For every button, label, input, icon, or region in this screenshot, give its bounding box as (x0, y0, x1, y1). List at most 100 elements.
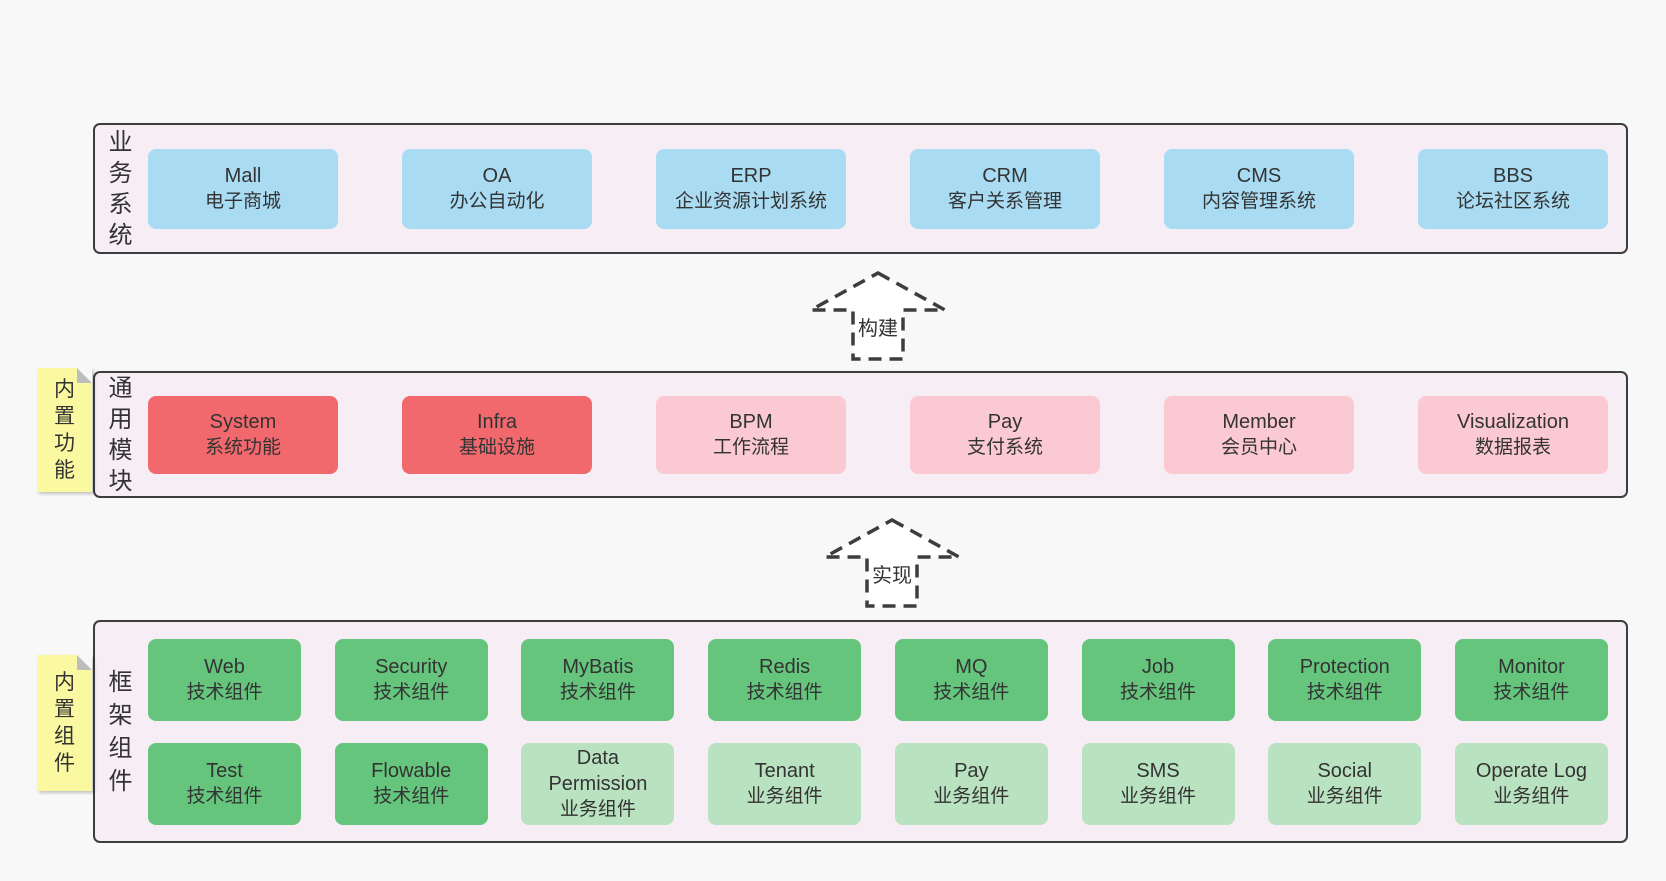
box-mall: Mall 电子商城 (148, 148, 338, 229)
box-job-name: Job (1141, 655, 1175, 678)
box-pay-component-desc: 业务组件 (933, 785, 1010, 807)
band-common-modules: 通用模块 System 系统功能 Infra 基础设施 BPM 工作流程 Pay… (93, 371, 1628, 498)
box-sms: SMS 业务组件 (1081, 742, 1235, 825)
box-infra: Infra 基础设施 (402, 395, 592, 474)
box-protection-name: Protection (1299, 655, 1390, 678)
box-member-name: Member (1222, 410, 1296, 433)
box-mq-desc: 技术组件 (933, 681, 1010, 703)
box-tenant: Tenant 业务组件 (708, 742, 862, 825)
box-protection: Protection 技术组件 (1268, 638, 1422, 721)
box-test: Test 技术组件 (148, 742, 301, 825)
box-monitor: Monitor 技术组件 (1454, 638, 1608, 721)
box-test-name: Test (206, 759, 243, 782)
box-bpm-name: BPM (729, 410, 773, 433)
box-job-desc: 技术组件 (1120, 681, 1197, 703)
box-pay-component: Pay 业务组件 (894, 742, 1048, 825)
box-pay-module-name: Pay (987, 410, 1023, 433)
box-social-desc: 业务组件 (1306, 785, 1383, 807)
sticky-note-builtin-components: 内置组件 (37, 655, 92, 791)
box-bbs-desc: 论坛社区系统 (1455, 190, 1570, 212)
box-sms-desc: 业务组件 (1120, 785, 1197, 807)
band-label-framework: 框架组件 (108, 668, 133, 795)
box-mybatis: MyBatis 技术组件 (521, 638, 675, 721)
box-bbs: BBS 论坛社区系统 (1418, 148, 1608, 229)
box-pay-component-name: Pay (954, 759, 989, 782)
build-arrow-label: 构建 (855, 312, 901, 341)
box-flowable: Flowable 技术组件 (334, 742, 488, 825)
box-system-desc: 系统功能 (204, 436, 281, 458)
box-tenant-name: Tenant (754, 759, 815, 782)
box-cms-name: CMS (1236, 164, 1282, 187)
framework-row-2: Test 技术组件 Flowable 技术组件 Data Permission … (148, 742, 1608, 825)
box-job: Job 技术组件 (1081, 638, 1235, 721)
implement-arrow: 实现 (822, 517, 962, 609)
box-sms-name: SMS (1136, 759, 1180, 782)
box-system-name: System (209, 410, 277, 433)
box-visualization: Visualization 数据报表 (1418, 395, 1608, 474)
box-data-permission-desc: 业务组件 (559, 798, 636, 820)
framework-row-1: Web 技术组件 Security 技术组件 MyBatis 技术组件 Redi… (148, 638, 1608, 721)
box-mq: MQ 技术组件 (894, 638, 1048, 721)
box-social-name: Social (1317, 759, 1372, 782)
box-bbs-name: BBS (1492, 164, 1534, 187)
box-bpm-desc: 工作流程 (712, 436, 789, 458)
box-web-name: Web (204, 655, 245, 678)
box-operate-log-name: Operate Log (1475, 759, 1588, 782)
box-infra-desc: 基础设施 (458, 436, 535, 458)
band-label-business: 业务系统 (108, 128, 133, 249)
box-redis-name: Redis (759, 655, 811, 678)
box-web: Web 技术组件 (148, 638, 301, 721)
box-cms-desc: 内容管理系统 (1201, 190, 1316, 212)
sticky-builtin-components-text: 内置组件 (54, 671, 75, 775)
box-erp: ERP 企业资源计划系统 (656, 148, 846, 229)
band-business-systems: 业务系统 Mall 电子商城 OA 办公自动化 ERP 企业资源计划系统 CRM… (93, 123, 1628, 254)
box-oa-desc: 办公自动化 (449, 190, 545, 212)
module-boxes: System 系统功能 Infra 基础设施 BPM 工作流程 Pay 支付系统… (148, 395, 1608, 474)
sticky-note-builtin-features: 内置功能 (37, 368, 92, 492)
framework-rows: Web 技术组件 Security 技术组件 MyBatis 技术组件 Redi… (148, 638, 1608, 825)
box-flowable-desc: 技术组件 (373, 785, 450, 807)
box-oa: OA 办公自动化 (402, 148, 592, 229)
box-visualization-name: Visualization (1457, 410, 1569, 433)
box-monitor-name: Monitor (1498, 655, 1565, 678)
box-mall-name: Mall (224, 164, 262, 187)
box-social: Social 业务组件 (1268, 742, 1422, 825)
box-security-desc: 技术组件 (373, 681, 450, 703)
sticky-builtin-features-text: 内置功能 (54, 378, 75, 482)
box-member-desc: 会员中心 (1220, 436, 1297, 458)
box-system: System 系统功能 (148, 395, 338, 474)
box-operate-log: Operate Log 业务组件 (1454, 742, 1608, 825)
box-redis-desc: 技术组件 (746, 681, 823, 703)
box-mybatis-desc: 技术组件 (559, 681, 636, 703)
box-bpm: BPM 工作流程 (656, 395, 846, 474)
band-label-modules: 通用模块 (108, 374, 133, 495)
box-mq-name: MQ (955, 655, 988, 678)
box-mybatis-name: MyBatis (562, 655, 634, 678)
box-protection-desc: 技术组件 (1306, 681, 1383, 703)
box-flowable-name: Flowable (371, 759, 452, 782)
box-erp-name: ERP (730, 164, 772, 187)
box-pay-module-desc: 支付系统 (966, 436, 1043, 458)
box-data-permission-name: Data Permission (548, 746, 648, 795)
build-arrow: 构建 (808, 270, 948, 362)
box-security: Security 技术组件 (334, 638, 488, 721)
box-test-desc: 技术组件 (186, 785, 263, 807)
box-oa-name: OA (482, 164, 512, 187)
box-security-name: Security (375, 655, 448, 678)
box-monitor-desc: 技术组件 (1493, 681, 1570, 703)
box-member: Member 会员中心 (1164, 395, 1354, 474)
box-crm-desc: 客户关系管理 (947, 190, 1062, 212)
box-pay-module: Pay 支付系统 (910, 395, 1100, 474)
box-web-desc: 技术组件 (186, 681, 263, 703)
box-mall-desc: 电子商城 (204, 190, 281, 212)
box-visualization-desc: 数据报表 (1474, 436, 1551, 458)
band-framework-components: 框架组件 Web 技术组件 Security 技术组件 MyBatis 技术组件… (93, 620, 1628, 843)
box-data-permission: Data Permission 业务组件 (521, 742, 675, 825)
box-operate-log-desc: 业务组件 (1493, 785, 1570, 807)
implement-arrow-label: 实现 (869, 559, 915, 588)
box-infra-name: Infra (476, 410, 518, 433)
box-cms: CMS 内容管理系统 (1164, 148, 1354, 229)
box-crm: CRM 客户关系管理 (910, 148, 1100, 229)
box-erp-desc: 企业资源计划系统 (674, 190, 827, 212)
